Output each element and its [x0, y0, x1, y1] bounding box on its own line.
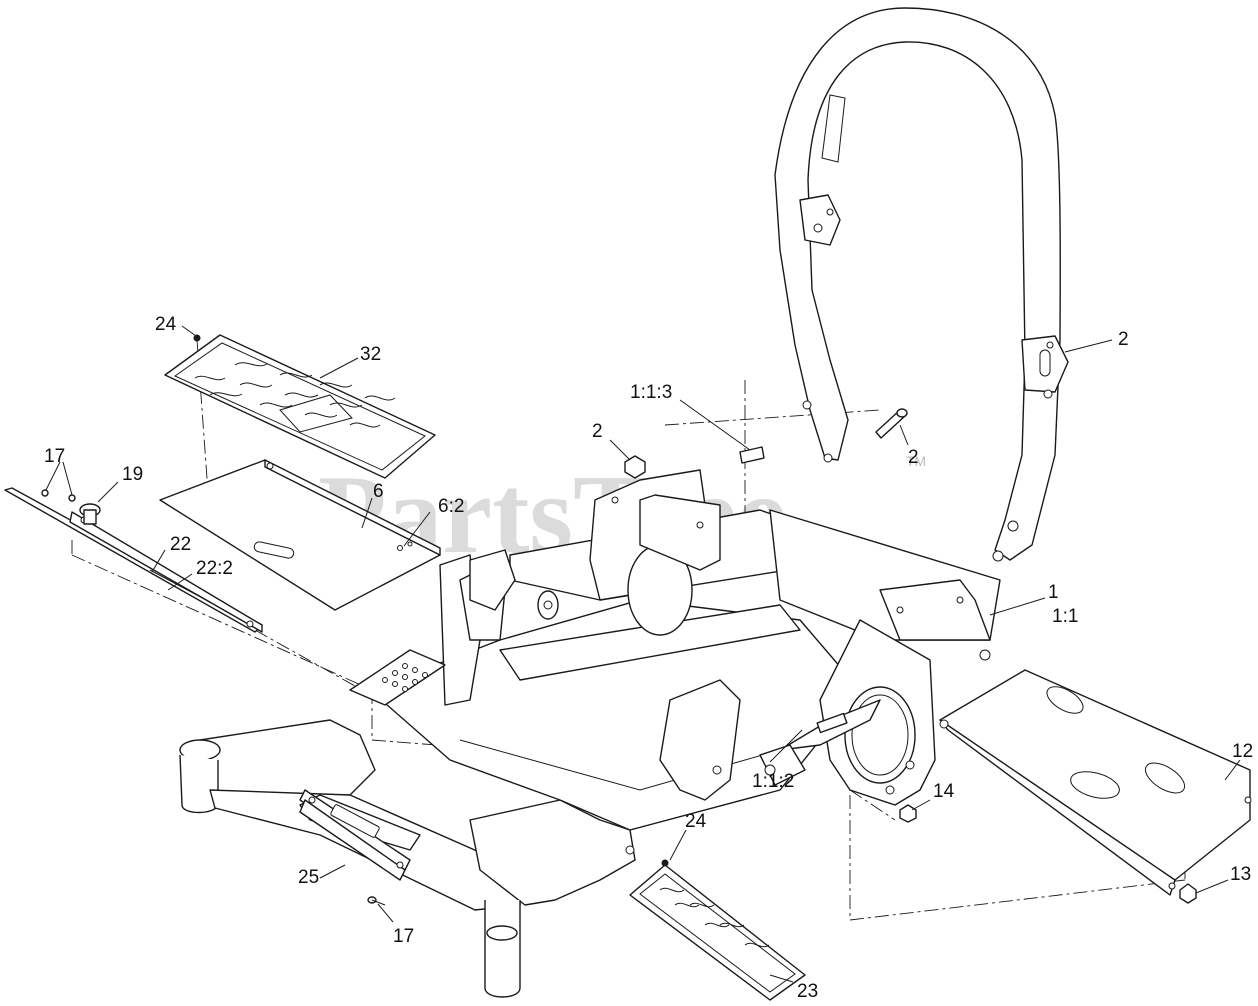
callout-6: 6	[373, 481, 384, 502]
callout-1-1: 1:1	[1052, 606, 1078, 627]
callout-2-roll-bracket: 2	[1118, 329, 1129, 350]
callout-1: 1	[1048, 582, 1059, 603]
callout-24-bottom: 24	[685, 811, 707, 832]
callout-22-2: 22:2	[196, 558, 233, 579]
callout-6-2: 6:2	[438, 496, 464, 517]
roll-bar-bolt[interactable]	[875, 408, 908, 439]
leader-lines	[45, 325, 1241, 983]
callout-2-nut: 2	[592, 421, 603, 442]
skid-plate[interactable]	[939, 669, 1252, 896]
callout-13: 13	[1230, 864, 1251, 885]
floor-mat[interactable]	[164, 334, 436, 479]
callout-1-1-2: 1:1:2	[752, 771, 794, 792]
callout-22: 22	[170, 534, 191, 555]
screw-24-bottom[interactable]	[661, 859, 669, 867]
callout-19: 19	[122, 464, 143, 485]
control-plate[interactable]	[349, 649, 446, 706]
callout-24-top: 24	[155, 314, 177, 335]
step-plate[interactable]	[629, 864, 806, 1001]
bolt-14[interactable]	[899, 804, 917, 823]
roll-bar[interactable]	[774, 7, 1069, 562]
nut-13[interactable]	[1179, 883, 1197, 904]
callout-32: 32	[360, 344, 381, 365]
callout-23: 23	[797, 981, 818, 1002]
callout-1-1-3: 1:1:3	[630, 382, 672, 403]
screws-17[interactable]	[41, 489, 76, 502]
callout-14: 14	[933, 781, 955, 802]
callout-25: 25	[298, 867, 319, 888]
screw-top[interactable]	[193, 334, 201, 342]
bumper-bolt-19[interactable]	[79, 503, 101, 525]
callout-17-top: 17	[44, 446, 65, 467]
watermark-trademark: TM	[906, 453, 926, 469]
screw-17-bottom[interactable]	[367, 896, 386, 906]
callout-17-bottom: 17	[393, 926, 414, 947]
callout-labels: 24 32 1:1:3 2 2 2 17 19 6 6:2 22 22:2 1 …	[44, 314, 1253, 1002]
main-frame[interactable]	[179, 446, 1001, 998]
callout-12: 12	[1232, 741, 1253, 762]
bumper-plate[interactable]	[299, 789, 411, 881]
callout-2-bolt: 2	[908, 447, 919, 468]
floor-plate[interactable]	[159, 459, 441, 611]
foot-rest-bracket[interactable]	[4, 487, 263, 633]
